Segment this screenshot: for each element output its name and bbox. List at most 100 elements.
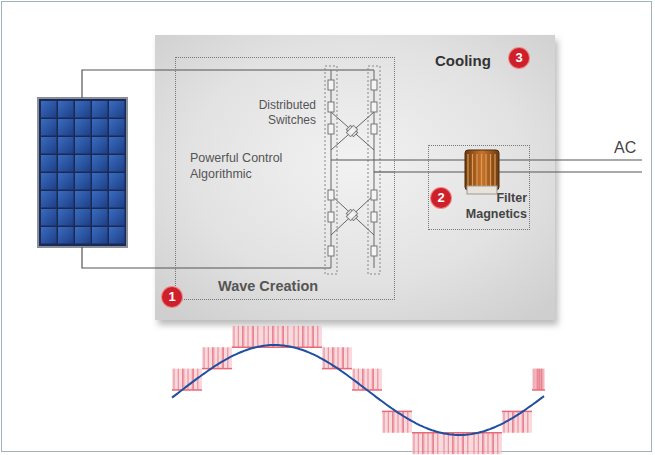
pwm-stroke bbox=[278, 326, 279, 347]
solar-cells bbox=[41, 101, 125, 244]
pwm-stroke bbox=[204, 347, 205, 368]
step-level bbox=[502, 411, 532, 413]
pwm-stroke bbox=[287, 326, 288, 347]
switch bbox=[371, 102, 377, 112]
solar-cell bbox=[92, 119, 108, 136]
switch-column bbox=[325, 66, 337, 274]
switch-column bbox=[368, 66, 380, 274]
ac-connector bbox=[395, 160, 428, 172]
node-text: Cooling bbox=[435, 52, 491, 71]
signal-label: AC bbox=[614, 139, 636, 157]
solar-cell bbox=[41, 101, 57, 118]
pwm-stroke bbox=[414, 433, 415, 454]
solar-cell bbox=[109, 137, 125, 154]
pwm-stroke bbox=[302, 326, 303, 347]
pwm-stroke bbox=[523, 411, 524, 432]
pwm-stroke bbox=[243, 326, 244, 347]
solar-cell bbox=[75, 191, 91, 208]
pwm-stroke bbox=[343, 347, 344, 368]
pwm-stroke bbox=[542, 369, 543, 390]
pwm-stroke bbox=[313, 326, 314, 347]
pwm-stroke bbox=[453, 433, 454, 454]
solar-cell bbox=[58, 155, 74, 172]
pwm-stroke bbox=[212, 347, 213, 368]
pwm-stroke bbox=[182, 369, 183, 390]
switch-diagonal bbox=[331, 112, 374, 150]
solar-cell bbox=[92, 137, 108, 154]
ac-wire bbox=[331, 159, 395, 160]
pwm-stroke bbox=[437, 433, 438, 454]
sine-wave bbox=[172, 345, 544, 435]
pwm-stroke bbox=[527, 411, 528, 432]
pwm-stroke bbox=[423, 433, 424, 454]
node-text: Filter Magnetics bbox=[455, 191, 527, 222]
step-level bbox=[532, 389, 545, 391]
switch-diagonal bbox=[331, 195, 374, 235]
pwm-stroke bbox=[536, 369, 537, 390]
pwm-stroke bbox=[303, 326, 304, 347]
pwm-stroke bbox=[223, 347, 224, 368]
pwm-stroke bbox=[497, 433, 498, 454]
pwm-stroke bbox=[298, 326, 299, 347]
solar-cell bbox=[58, 227, 74, 244]
pwm-stroke bbox=[264, 326, 265, 347]
pwm-waveform bbox=[172, 326, 545, 454]
solar-cell bbox=[92, 209, 108, 226]
pwm-stroke bbox=[242, 326, 243, 347]
pwm-band bbox=[232, 326, 262, 347]
solar-cell bbox=[58, 173, 74, 190]
solar-cell bbox=[75, 119, 91, 136]
pwm-stroke bbox=[539, 369, 540, 390]
pwm-band bbox=[352, 369, 382, 390]
pwm-stroke bbox=[248, 326, 249, 347]
pwm-stroke bbox=[448, 433, 449, 454]
switch bbox=[346, 209, 357, 220]
solar-cell bbox=[109, 101, 125, 118]
pwm-stroke bbox=[392, 411, 393, 432]
solar-cell bbox=[109, 227, 125, 244]
solar-cell bbox=[75, 209, 91, 226]
solar-cell bbox=[92, 155, 108, 172]
pwm-band bbox=[472, 433, 502, 454]
pwm-stroke bbox=[478, 433, 479, 454]
pwm-stroke bbox=[312, 326, 313, 347]
pwm-stroke bbox=[483, 433, 484, 454]
pwm-stroke bbox=[418, 433, 419, 454]
switch bbox=[346, 125, 357, 136]
pwm-stroke bbox=[377, 369, 378, 390]
pwm-stroke bbox=[358, 369, 359, 390]
pwm-stroke bbox=[294, 326, 295, 347]
pwm-stroke bbox=[467, 433, 468, 454]
callout-number: 2 bbox=[431, 188, 451, 208]
pwm-stroke bbox=[537, 369, 538, 390]
pwm-stroke bbox=[534, 369, 535, 390]
pwm-stroke bbox=[338, 347, 339, 368]
inverter-panel bbox=[155, 35, 555, 320]
solar-cell bbox=[58, 191, 74, 208]
solar-cell bbox=[92, 173, 108, 190]
pwm-stroke bbox=[368, 369, 369, 390]
solar-cell bbox=[109, 155, 125, 172]
solar-cell bbox=[58, 137, 74, 154]
pwm-stroke bbox=[508, 411, 509, 432]
switch-diagonal bbox=[331, 112, 374, 150]
solar-cell bbox=[41, 227, 57, 244]
pwm-stroke bbox=[428, 433, 429, 454]
ac-wire bbox=[428, 171, 642, 172]
solar-cell bbox=[109, 119, 125, 136]
switch bbox=[346, 125, 357, 136]
winding bbox=[485, 154, 486, 186]
winding bbox=[472, 154, 473, 186]
pwm-stroke bbox=[541, 369, 542, 390]
step-level bbox=[172, 389, 202, 391]
pwm-stroke bbox=[452, 433, 453, 454]
pwm-stroke bbox=[222, 347, 223, 368]
solar-cell bbox=[92, 101, 108, 118]
switch bbox=[328, 80, 334, 90]
pwm-stroke bbox=[492, 433, 493, 454]
pwm-stroke bbox=[178, 369, 179, 390]
switch bbox=[371, 124, 377, 134]
switch bbox=[328, 124, 334, 134]
pwm-stroke bbox=[522, 411, 523, 432]
